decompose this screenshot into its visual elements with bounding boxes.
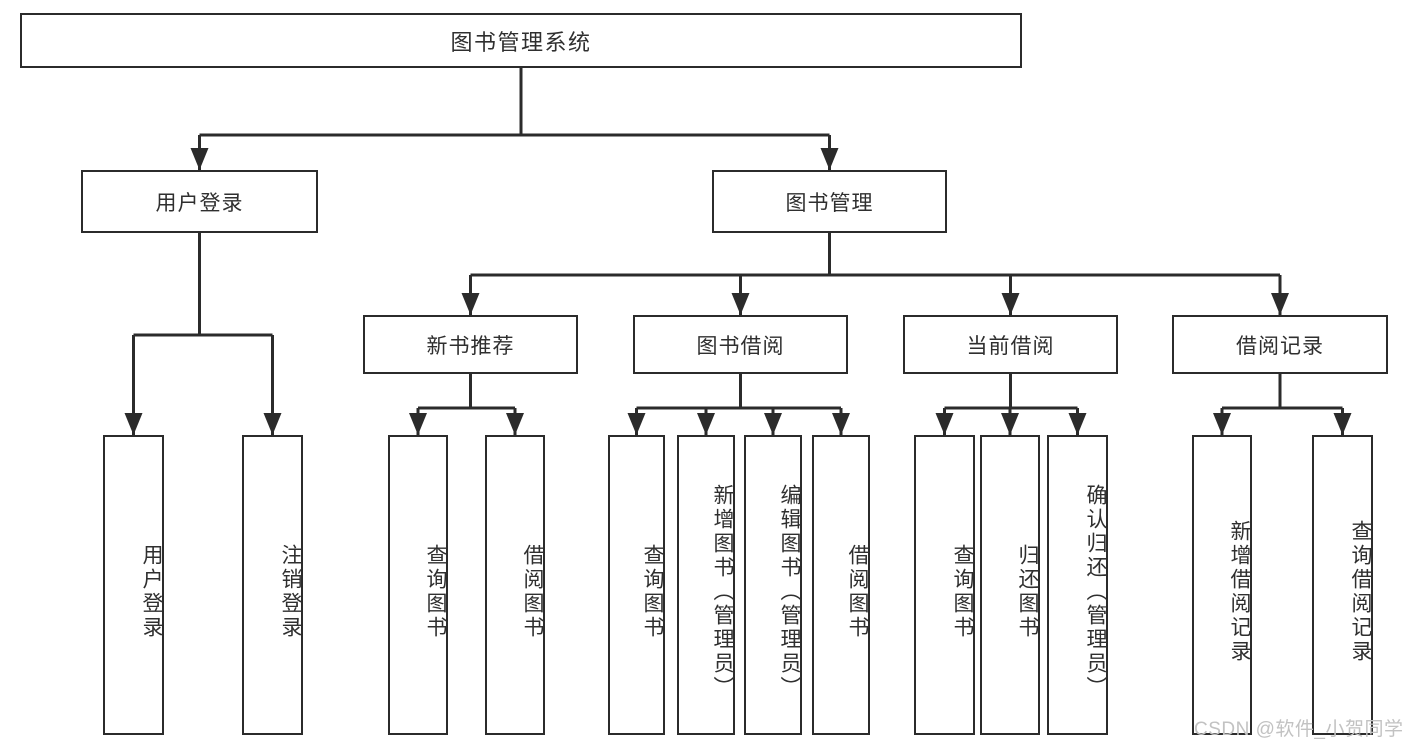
node-leaf-user-logout[interactable]: 注销登录 — [242, 435, 303, 735]
node-leaf-confirm-return[interactable]: 确认归还（管理员） — [1047, 435, 1108, 735]
node-leaf-user-login[interactable]: 用户登录 — [103, 435, 164, 735]
node-label: 新增借阅记录 — [1228, 520, 1251, 664]
node-user-login[interactable]: 用户登录 — [81, 170, 318, 233]
arrowhead-icon — [263, 413, 282, 435]
arrowhead-icon — [832, 413, 850, 435]
node-label: 用户登录 — [140, 544, 163, 640]
arrowhead-icon — [409, 413, 427, 435]
arrowhead-icon — [1271, 293, 1289, 315]
node-label: 查询图书 — [424, 544, 447, 640]
node-label: 归还图书 — [1016, 544, 1039, 640]
node-leaf-query-book-1[interactable]: 查询图书 — [388, 435, 448, 735]
arrowhead-icon — [461, 293, 480, 315]
node-label: 查询借阅记录 — [1349, 520, 1372, 664]
node-current-borrow[interactable]: 当前借阅 — [903, 315, 1118, 374]
arrowhead-icon — [764, 413, 782, 435]
node-label: 查询图书 — [951, 544, 974, 640]
watermark-text: CSDN @软件_小贺同学 — [1194, 719, 1404, 740]
arrowhead-icon — [1001, 293, 1020, 315]
node-label: 编辑图书（管理员） — [778, 484, 801, 700]
node-leaf-query-book-2[interactable]: 查询图书 — [608, 435, 665, 735]
arrowhead-icon — [697, 413, 715, 435]
node-label: 新增图书（管理员） — [711, 484, 734, 700]
node-label: 注销登录 — [279, 544, 302, 640]
node-label: 图书管理 — [785, 191, 874, 215]
node-label: 当前借阅 — [966, 334, 1055, 358]
node-label: 借阅图书 — [846, 544, 869, 640]
node-leaf-return-book[interactable]: 归还图书 — [980, 435, 1040, 735]
node-label: 图书管理系统 — [450, 29, 592, 55]
node-leaf-edit-book[interactable]: 编辑图书（管理员） — [744, 435, 802, 735]
arrowhead-icon — [506, 413, 524, 435]
node-book-manage[interactable]: 图书管理 — [712, 170, 947, 233]
node-label: 借阅记录 — [1236, 334, 1324, 358]
arrowhead-icon — [935, 413, 954, 435]
node-leaf-borrow-book-1[interactable]: 借阅图书 — [485, 435, 545, 735]
arrowhead-icon — [1001, 413, 1019, 435]
node-new-book-rec[interactable]: 新书推荐 — [363, 315, 578, 374]
node-label: 查询图书 — [641, 544, 664, 640]
node-label: 新书推荐 — [426, 334, 515, 358]
arrowhead-icon — [1068, 413, 1087, 435]
node-leaf-borrow-book-2[interactable]: 借阅图书 — [812, 435, 870, 735]
node-leaf-add-book[interactable]: 新增图书（管理员） — [677, 435, 735, 735]
arrowhead-icon — [124, 413, 143, 435]
node-root[interactable]: 图书管理系统 — [20, 13, 1022, 68]
node-book-borrow[interactable]: 图书借阅 — [633, 315, 848, 374]
node-borrow-record[interactable]: 借阅记录 — [1172, 315, 1388, 374]
arrowhead-icon — [1213, 413, 1231, 435]
arrowhead-icon — [820, 148, 839, 170]
node-label: 确认归还（管理员） — [1084, 484, 1107, 700]
arrowhead-icon — [731, 293, 750, 315]
arrowhead-icon — [627, 413, 646, 435]
node-label: 用户登录 — [155, 191, 244, 215]
node-leaf-add-record[interactable]: 新增借阅记录 — [1192, 435, 1252, 735]
node-label: 图书借阅 — [696, 334, 785, 358]
node-leaf-query-record[interactable]: 查询借阅记录 — [1312, 435, 1373, 735]
arrowhead-icon — [190, 148, 209, 170]
arrowhead-icon — [1333, 413, 1352, 435]
node-label: 借阅图书 — [521, 544, 544, 640]
node-leaf-query-book-3[interactable]: 查询图书 — [914, 435, 975, 735]
